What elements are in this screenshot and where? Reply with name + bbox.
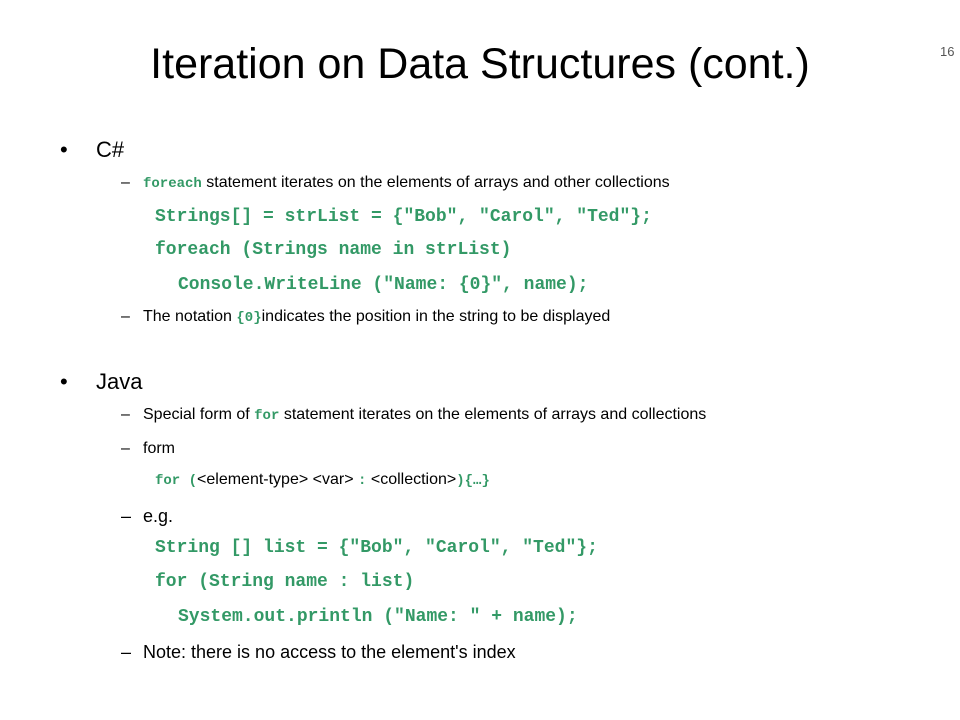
form-keyword-body: ){…} (456, 473, 490, 489)
placeholder-code: {0} (236, 310, 262, 326)
java-item3-text: e.g. (143, 506, 174, 526)
bullet-mark: • (60, 369, 68, 394)
csharp-item2-post: indicates the position in the string to … (261, 308, 611, 325)
bullet-csharp: • C# (60, 136, 124, 164)
csharp-item2-pre: The notation (143, 308, 237, 325)
csharp-heading: C# (96, 137, 125, 162)
bullet-mark: • (60, 137, 68, 162)
java-item1-pre: Special form of (143, 406, 255, 423)
dash-mark: – (121, 642, 132, 662)
form-keyword-for: for ( (155, 473, 198, 489)
csharp-item1-text: statement iterates on the elements of ar… (201, 174, 670, 191)
java-heading: Java (96, 369, 143, 394)
dash-mark: – (121, 406, 130, 423)
java-code-line-3: System.out.println ("Name: " + name); (178, 607, 578, 627)
dash-mark: – (121, 506, 132, 526)
csharp-code-line-1: Strings[] = strList = {"Bob", "Carol", "… (155, 207, 652, 227)
java-code-line-2: for (String name : list) (155, 572, 415, 592)
java-item1-post: statement iterates on the elements of ar… (279, 406, 707, 423)
dash-mark: – (121, 174, 130, 191)
form-collection: <collection> (366, 471, 457, 488)
java-item-eg: –e.g. (121, 504, 173, 528)
java-item-form: –form (121, 438, 175, 460)
java-item-special-form: –Special form of for statement iterates … (121, 404, 706, 427)
form-keyword-colon: : (358, 473, 367, 489)
form-element-var: <element-type> <var> (197, 471, 358, 488)
java-form-syntax: for (<element-type> <var> : <collection>… (155, 469, 490, 492)
csharp-item-foreach: –foreach statement iterates on the eleme… (121, 172, 670, 195)
java-item2-text: form (143, 440, 175, 457)
java-note-text: Note: there is no access to the element'… (143, 642, 516, 662)
java-item-note: –Note: there is no access to the element… (121, 640, 516, 664)
slide-title: Iteration on Data Structures (cont.) (150, 40, 810, 88)
for-keyword: for (254, 408, 280, 424)
page-number: 16 (940, 44, 955, 59)
csharp-item-notation: –The notation {0}indicates the position … (121, 306, 610, 329)
foreach-keyword: foreach (143, 176, 202, 192)
dash-mark: – (121, 308, 130, 325)
bullet-java: • Java (60, 368, 142, 396)
csharp-code-line-2: foreach (Strings name in strList) (155, 240, 512, 260)
dash-mark: – (121, 440, 130, 457)
java-code-line-1: String [] list = {"Bob", "Carol", "Ted"}… (155, 538, 598, 558)
csharp-code-line-3: Console.WriteLine ("Name: {0}", name); (178, 275, 589, 295)
